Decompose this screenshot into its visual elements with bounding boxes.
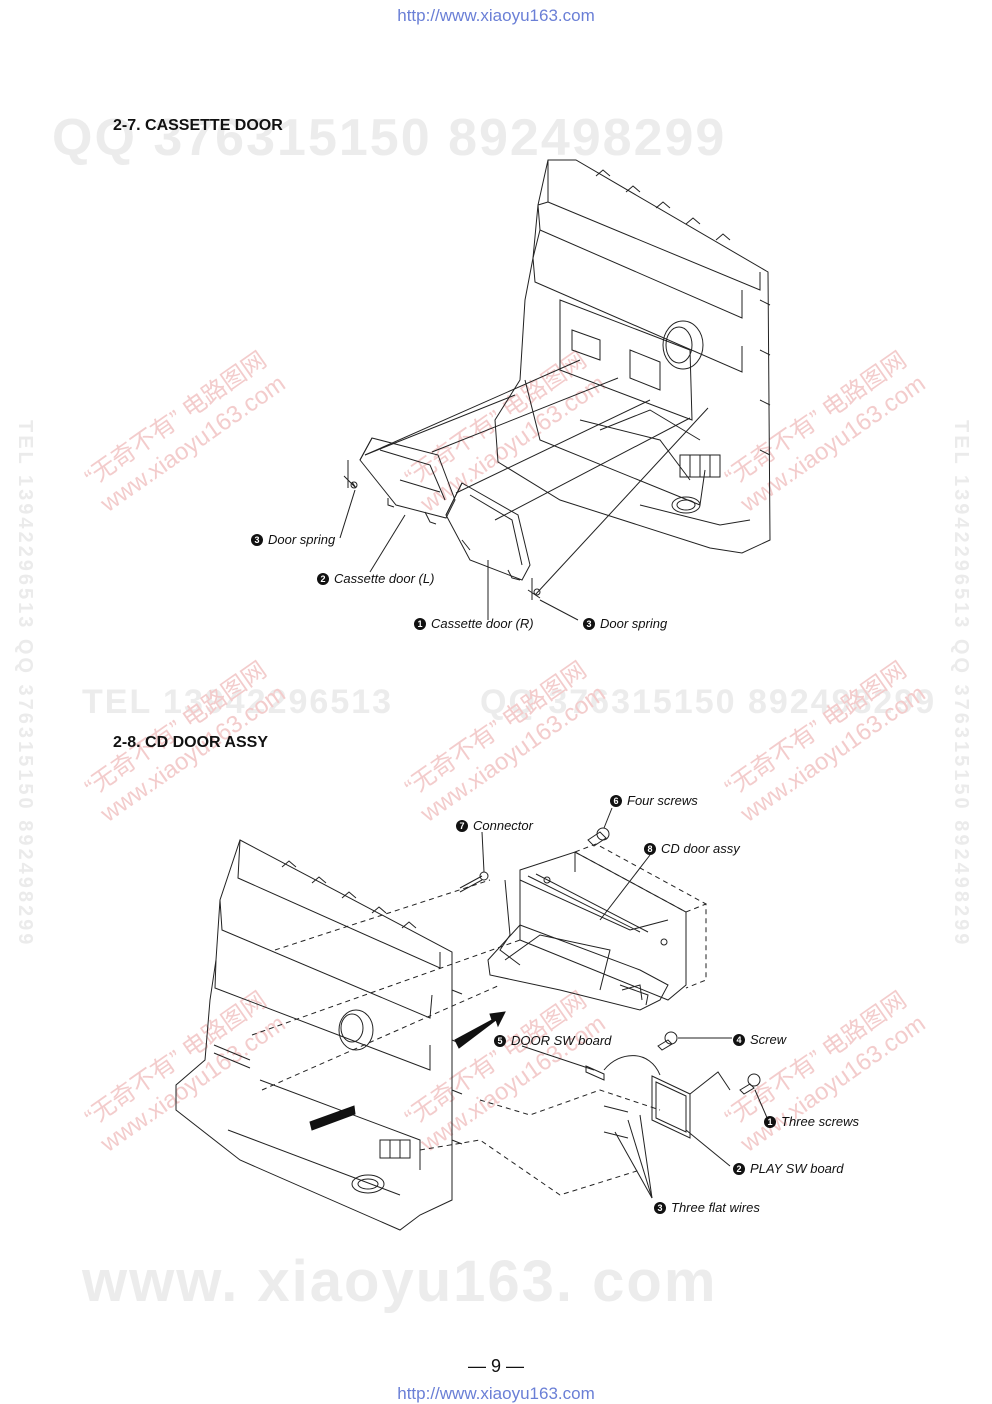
callout-number: 3 [654, 1201, 666, 1214]
section-heading-cassette-door: 2-7. CASSETTE DOOR [113, 117, 283, 134]
callout-four-screws: 6 Four screws [610, 793, 698, 808]
callout-play-sw-board: 2 PLAY SW board [733, 1161, 843, 1176]
watermark-qq-mid: QQ 376315150 892498299 [480, 683, 937, 721]
cassette-alignment-lines [364, 359, 709, 596]
callout-label: Three screws [781, 1114, 860, 1129]
switch-boards-drawing [585, 1055, 731, 1139]
cassette-door-right-drawing [445, 482, 531, 581]
cd-screws-drawing [459, 827, 761, 1095]
callout-number: 2 [733, 1162, 745, 1175]
callout-connector: 7 Connector [456, 818, 533, 833]
front-panel-drawing [175, 839, 463, 1231]
cd-door-assy-drawing [487, 851, 687, 1011]
callout-label: Three flat wires [671, 1200, 760, 1215]
callout-number: 4 [733, 1033, 745, 1046]
callout-number: 8 [644, 842, 656, 855]
cd-dashed-guides [251, 843, 707, 1196]
callout-screw: 4 Screw [733, 1032, 786, 1047]
callout-number: 6 [610, 794, 622, 807]
callout-number: 3 [251, 533, 263, 546]
callout-label: Connector [473, 818, 533, 833]
callout-door-spring-left: 3 Door spring [251, 532, 335, 547]
callout-cassette-door-r: 1 Cassette door (R) [414, 616, 534, 631]
callout-number: 2 [317, 572, 329, 585]
callout-door-sw-board: 5 DOOR SW board [494, 1033, 611, 1048]
callout-label: Cassette door (R) [431, 616, 534, 631]
callout-label: Cassette door (L) [334, 571, 435, 586]
door-springs-drawing [343, 460, 541, 600]
callout-number: 1 [414, 617, 426, 630]
callout-label: CD door assy [661, 841, 740, 856]
callout-cassette-door-l: 2 Cassette door (L) [317, 571, 434, 586]
watermark-qq-top: QQ 376315150 892498299 [52, 109, 727, 167]
callout-number: 7 [456, 819, 468, 832]
page-number: — 9 — [467, 1356, 524, 1376]
callout-door-spring-right: 3 Door spring [583, 616, 667, 631]
watermark-www-bottom: www. xiaoyu163. com [82, 1249, 718, 1314]
callout-cd-door-assy: 8 CD door assy [644, 841, 740, 856]
cassette-unit-drawing [494, 159, 771, 554]
callout-label: Door spring [600, 616, 668, 631]
callout-label: Door spring [268, 532, 336, 547]
callout-label: DOOR SW board [511, 1033, 612, 1048]
callout-label: Four screws [627, 793, 698, 808]
watermark-tel-mid: TEL 13942296513 [82, 683, 394, 721]
callout-label: PLAY SW board [750, 1161, 844, 1176]
callout-label: Screw [750, 1032, 787, 1047]
header-url[interactable]: http://www.xiaoyu163.com [397, 6, 595, 25]
callout-number: 1 [764, 1115, 776, 1128]
footer-url[interactable]: http://www.xiaoyu163.com [397, 1384, 595, 1403]
callout-three-flat-wires: 3 Three flat wires [654, 1200, 760, 1215]
callout-three-screws: 1 Three screws [764, 1114, 859, 1129]
cassette-door-left-drawing [359, 437, 456, 525]
callout-number: 5 [494, 1034, 506, 1047]
section-heading-cd-door-assy: 2-8. CD DOOR ASSY [113, 734, 268, 751]
callout-number: 3 [583, 617, 595, 630]
